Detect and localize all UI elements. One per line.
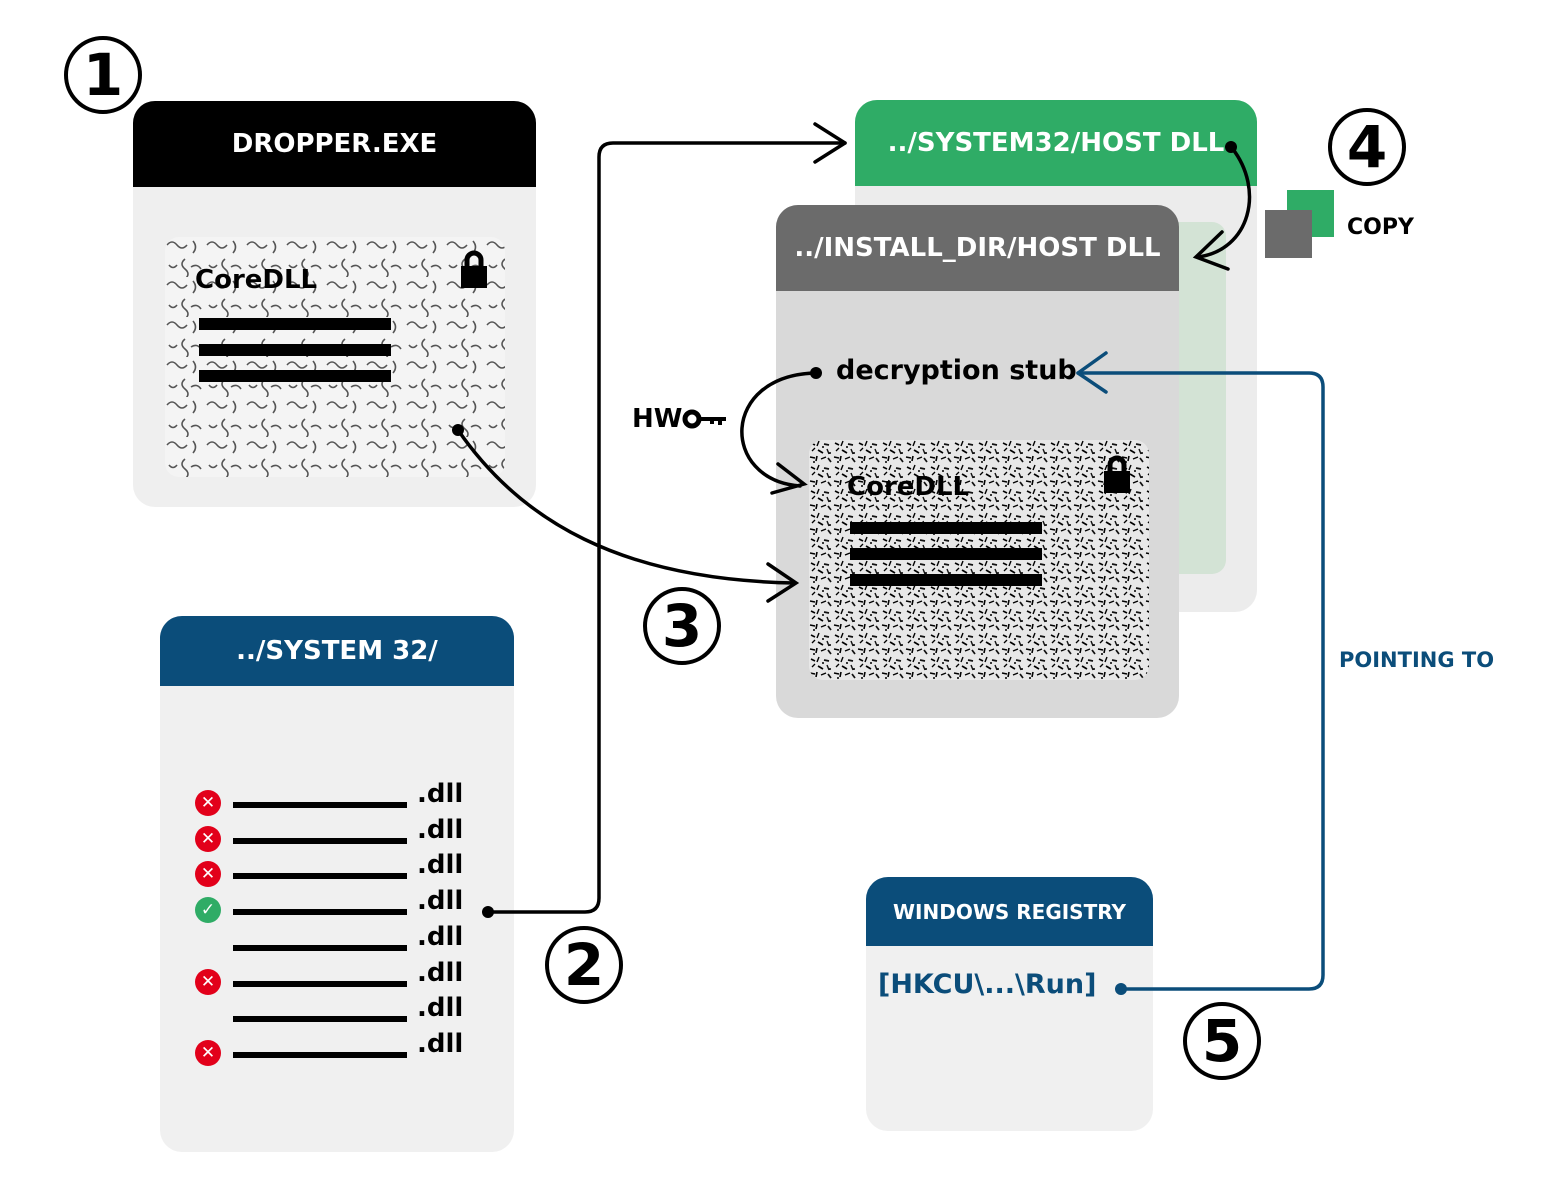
dll-name-placeholder bbox=[233, 1051, 407, 1058]
dropper-exe-card: DROPPER.EXE CoreDLL bbox=[133, 101, 536, 507]
content-bar bbox=[850, 548, 1042, 560]
connector-dot bbox=[482, 906, 494, 918]
system32-host-dll-title: ../SYSTEM32/HOST DLL bbox=[887, 128, 1225, 158]
dll-name-placeholder bbox=[233, 980, 407, 987]
step-2-badge: 2 bbox=[545, 926, 623, 1004]
lock-icon bbox=[461, 250, 487, 288]
encrypted-payload-box: CoreDLL bbox=[809, 440, 1149, 680]
dll-entry: ✕ .dll bbox=[195, 779, 495, 816]
lock-icon bbox=[1104, 455, 1130, 493]
dll-entry: ✕ .dll bbox=[195, 850, 495, 888]
windows-registry-card: WINDOWS REGISTRY [HKCU\...\Run] bbox=[866, 877, 1153, 1131]
arrow-dropper-to-install-dir bbox=[456, 428, 800, 603]
dll-entry: .dll bbox=[195, 922, 495, 958]
squiggle-texture bbox=[165, 237, 505, 477]
noise-texture bbox=[809, 440, 1149, 680]
decryption-stub-label: decryption stub bbox=[836, 355, 1077, 386]
dll-extension: .dll bbox=[417, 850, 464, 881]
install-dir-host-dll-header: ../INSTALL_DIR/HOST DLL bbox=[776, 205, 1179, 291]
hw-label: HW bbox=[632, 404, 683, 434]
step-2-number: 2 bbox=[563, 931, 605, 999]
system32-host-dll-header: ../SYSTEM32/HOST DLL bbox=[855, 100, 1257, 186]
step-1-number: 1 bbox=[82, 41, 124, 109]
step-3-number: 3 bbox=[661, 592, 703, 660]
error-x-icon: ✕ bbox=[195, 861, 221, 888]
dll-extension: .dll bbox=[417, 779, 464, 809]
step-4-number: 4 bbox=[1346, 113, 1388, 181]
dll-name-placeholder bbox=[233, 802, 407, 808]
copy-label: COPY bbox=[1347, 215, 1414, 240]
check-icon: ✓ bbox=[195, 897, 221, 924]
dll-extension: .dll bbox=[417, 957, 464, 988]
dll-entry: ✓ .dll bbox=[195, 886, 495, 924]
dll-extension: .dll bbox=[417, 921, 464, 952]
step-3-badge: 3 bbox=[643, 587, 721, 665]
dll-entry: .dll bbox=[195, 993, 495, 1029]
coredll-label: CoreDLL bbox=[847, 472, 970, 502]
dll-entry: ✕ .dll bbox=[195, 1029, 495, 1066]
dll-extension: .dll bbox=[417, 993, 464, 1024]
connector-dot bbox=[452, 424, 464, 436]
dll-extension: .dll bbox=[417, 814, 464, 845]
dll-entry: ✕ .dll bbox=[195, 958, 495, 995]
windows-registry-title: WINDOWS REGISTRY bbox=[892, 899, 1127, 924]
step-5-number: 5 bbox=[1201, 1007, 1243, 1075]
copy-icon bbox=[1265, 190, 1335, 260]
hw-key-label: HW bbox=[632, 404, 728, 434]
content-bar bbox=[850, 574, 1042, 586]
error-x-icon: ✕ bbox=[195, 968, 221, 995]
arrow-dll-to-system32-host bbox=[486, 122, 847, 914]
install-dir-host-dll-title: ../INSTALL_DIR/HOST DLL bbox=[794, 233, 1161, 263]
key-icon bbox=[682, 409, 727, 429]
error-x-icon: ✕ bbox=[195, 790, 221, 816]
connector-dot bbox=[810, 367, 822, 379]
system32-directory-title: ../SYSTEM 32/ bbox=[236, 636, 438, 666]
dll-extension: .dll bbox=[417, 886, 464, 917]
step-1-badge: 1 bbox=[64, 36, 142, 114]
pointing-to-label: POINTING TO bbox=[1339, 648, 1495, 672]
dropper-exe-header: DROPPER.EXE bbox=[133, 101, 536, 187]
system32-directory-card: ../SYSTEM 32/ bbox=[160, 616, 514, 1152]
system32-directory-header: ../SYSTEM 32/ bbox=[160, 616, 514, 686]
dropper-exe-title: DROPPER.EXE bbox=[231, 129, 438, 159]
dll-name-placeholder bbox=[233, 873, 407, 880]
content-bar bbox=[850, 522, 1042, 534]
dll-entry: ✕ .dll bbox=[195, 815, 495, 852]
coredll-label: CoreDLL bbox=[195, 265, 318, 295]
dll-name-placeholder bbox=[233, 837, 407, 844]
dll-name-placeholder bbox=[233, 909, 407, 916]
connector-dot bbox=[1115, 983, 1127, 995]
content-bar bbox=[199, 370, 391, 382]
dll-name-placeholder bbox=[233, 1016, 407, 1023]
content-bar bbox=[199, 318, 391, 330]
dll-extension: .dll bbox=[417, 1028, 464, 1059]
connector-dot bbox=[1225, 141, 1237, 153]
step-4-badge: 4 bbox=[1328, 108, 1406, 186]
windows-registry-header: WINDOWS REGISTRY bbox=[866, 877, 1153, 946]
dll-name-placeholder bbox=[233, 944, 407, 951]
install-dir-host-dll-card: ../INSTALL_DIR/HOST DLL decryption stub … bbox=[776, 205, 1179, 718]
step-5-badge: 5 bbox=[1183, 1002, 1261, 1080]
arrow-stub-to-coredll bbox=[740, 371, 818, 495]
encrypted-payload-box: CoreDLL bbox=[165, 237, 505, 477]
arrow-copy bbox=[1192, 146, 1252, 271]
error-x-icon: ✕ bbox=[195, 1039, 221, 1066]
content-bar bbox=[199, 344, 391, 356]
error-x-icon: ✕ bbox=[195, 825, 221, 852]
arrow-registry-to-stub bbox=[1076, 351, 1325, 991]
registry-run-key: [HKCU\...\Run] bbox=[878, 969, 1097, 1000]
